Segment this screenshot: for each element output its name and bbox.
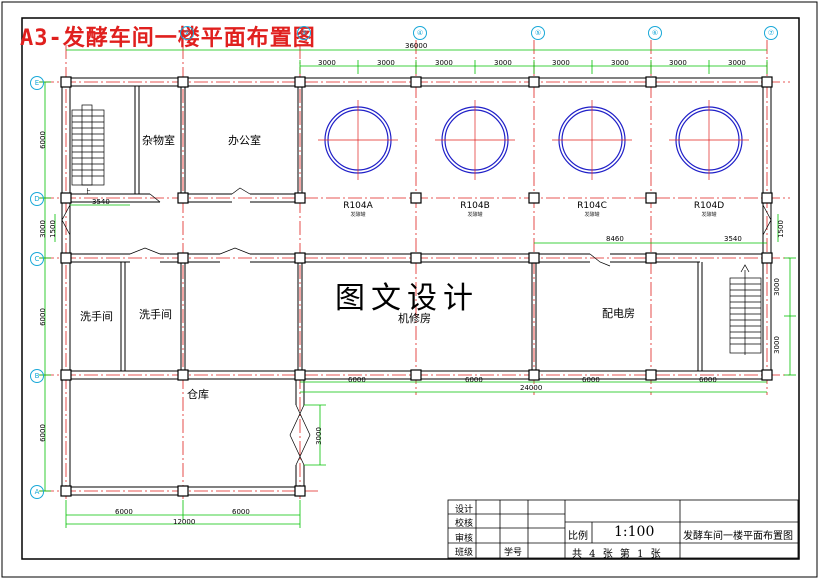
- axis-label-col-4: ④: [413, 26, 427, 40]
- room-label-warehouse: 仓库: [187, 388, 209, 401]
- tank-code: R104A: [343, 201, 373, 211]
- tb-label-review: 审核: [455, 534, 474, 544]
- dim-left-sub: 1500: [48, 220, 57, 238]
- dim-left-3: 6000: [38, 308, 47, 326]
- tank-code: R104D: [693, 201, 725, 211]
- stair-up-label: 上: [84, 188, 91, 196]
- tank-code: R104C: [577, 201, 607, 211]
- tank-code: R104B: [460, 201, 490, 211]
- tb-scale-label: 比例: [568, 531, 588, 542]
- tb-label-check: 校核: [455, 519, 474, 529]
- room-label-washroom-2: 洗手间: [139, 308, 172, 321]
- tank-label-d: R104D 发酵罐: [679, 201, 739, 218]
- title-block-grid: [447, 499, 799, 559]
- stair-left: [71, 104, 105, 186]
- tank-sub: 发酵罐: [350, 212, 366, 218]
- room-label-machine-repair: 机修房: [398, 312, 431, 325]
- tb-sheet-info: 共 4 张 第 1 张: [572, 549, 663, 560]
- tb-scale-value: 1:100: [614, 524, 655, 540]
- dim-corridor-mid: 8460: [606, 235, 624, 243]
- axis-label-row-e: E: [30, 76, 44, 90]
- dim-left-2: 3000: [38, 220, 47, 238]
- door-swings: [61, 187, 772, 466]
- dim-top-seg-6: 3000: [611, 59, 629, 67]
- dim-corridor-right: 3540: [724, 235, 742, 243]
- columns: [60, 76, 773, 497]
- dim-top-seg-5: 3000: [552, 59, 570, 67]
- dim-lower-seg-3: 6000: [582, 376, 600, 384]
- axis-label-col-3: ③: [297, 26, 311, 40]
- tank-centerlines: [318, 100, 749, 180]
- axis-label-row-b: B: [30, 369, 44, 383]
- dim-right-stair-1: 3000: [772, 278, 781, 296]
- drawing-frame: [21, 17, 800, 560]
- room-label-office: 办公室: [228, 134, 261, 147]
- dim-left-1: 6000: [38, 131, 47, 149]
- dim-bottom-seg-2: 6000: [232, 508, 250, 516]
- tank-sub: 发酵罐: [467, 212, 483, 218]
- tank-label-a: R104A 发酵罐: [328, 201, 388, 218]
- tb-label-class: 班级: [455, 548, 474, 558]
- dim-bottom-seg-1: 6000: [115, 508, 133, 516]
- dim-top-seg-1: 3000: [318, 59, 336, 67]
- axis-label-row-c: C: [30, 252, 44, 266]
- dim-top-total: 36000: [405, 42, 428, 50]
- room-label-washroom-1: 洗手间: [80, 310, 113, 323]
- tb-label-design: 设计: [455, 505, 474, 515]
- axis-label-col-7: ⑦: [764, 26, 778, 40]
- dim-top-seg-7: 3000: [669, 59, 687, 67]
- dim-corridor-left: 3540: [92, 198, 110, 206]
- dim-left-4: 6000: [38, 424, 47, 442]
- dimension-lines: [39, 49, 796, 528]
- dim-top-seg-8: 3000: [728, 59, 746, 67]
- page-title: A3-发酵车间一楼平面布置图: [20, 26, 316, 51]
- watermark-text: 图文设计: [335, 281, 479, 316]
- dim-warehouse-door: 3000: [314, 427, 323, 445]
- dim-bottom-total: 12000: [173, 518, 196, 526]
- room-label-storage: 杂物室: [142, 134, 175, 147]
- tank-label-c: R104C 发酵罐: [562, 201, 622, 218]
- axis-label-col-5: ⑤: [531, 26, 545, 40]
- axis-label-col-6: ⑥: [648, 26, 662, 40]
- tank-sub: 发酵罐: [701, 212, 717, 218]
- tb-label-student-id: 学号: [504, 548, 523, 558]
- stair-right: [729, 264, 762, 355]
- axis-label-row-a: A: [30, 485, 44, 499]
- dim-top-seg-2: 3000: [377, 59, 395, 67]
- dim-lower-seg-1: 6000: [348, 376, 366, 384]
- dim-lower-seg-2: 6000: [465, 376, 483, 384]
- axis-label-row-d: D: [30, 192, 44, 206]
- room-label-power-dist: 配电房: [602, 307, 635, 320]
- dim-lower-total: 24000: [520, 384, 543, 392]
- dim-top-seg-3: 3000: [435, 59, 453, 67]
- tank-label-b: R104B 发酵罐: [445, 201, 505, 218]
- dim-right-stair-2: 3000: [772, 336, 781, 354]
- dim-top-seg-4: 3000: [494, 59, 512, 67]
- axis-label-col-2: ②: [180, 26, 194, 40]
- dim-lower-seg-4: 6000: [699, 376, 717, 384]
- axis-lines: [40, 40, 790, 500]
- tank-sub: 发酵罐: [584, 212, 600, 218]
- dim-right-sub: 1500: [776, 220, 785, 238]
- tb-drawing-name: 发酵车间一楼平面布置图: [683, 531, 793, 542]
